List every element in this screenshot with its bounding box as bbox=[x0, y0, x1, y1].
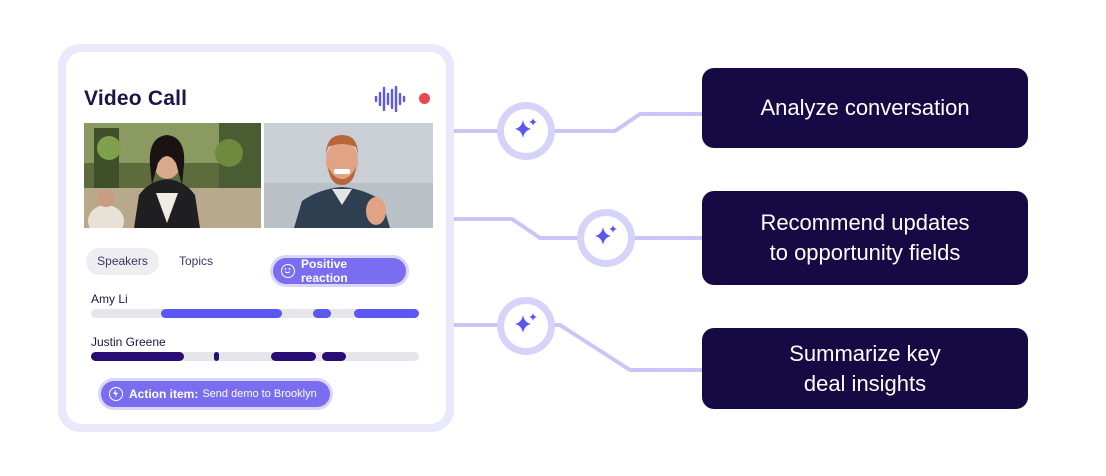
talk-segment bbox=[91, 352, 184, 361]
positive-reaction-chip[interactable]: Positive reaction bbox=[273, 257, 406, 285]
audio-waveform-icon bbox=[374, 86, 406, 112]
speaker-name-amy: Amy Li bbox=[91, 292, 128, 306]
tab-topics[interactable]: Topics bbox=[178, 254, 213, 268]
talk-segment bbox=[322, 352, 346, 361]
connector-3 bbox=[444, 323, 706, 372]
feature-recommend-updates: Recommend updates to opportunity fields bbox=[702, 191, 1028, 285]
smiley-icon bbox=[281, 264, 295, 278]
talk-segment bbox=[354, 309, 419, 318]
recording-indicator bbox=[419, 93, 430, 104]
sparkle-icon bbox=[515, 313, 537, 333]
action-item-detail: Send demo to Brooklyn bbox=[202, 388, 317, 400]
feature-analyze-conversation: Analyze conversation bbox=[702, 68, 1028, 148]
feature-summarize-insights: Summarize key deal insights bbox=[702, 328, 1028, 409]
talk-segment bbox=[214, 352, 219, 361]
speaker-timeline-amy[interactable] bbox=[91, 309, 419, 318]
sparkle-icon bbox=[515, 118, 537, 138]
sparkle-icon bbox=[595, 225, 617, 245]
feature-line: Summarize key bbox=[789, 340, 941, 366]
video-tile-participant-2[interactable] bbox=[264, 123, 433, 228]
feature-line: Analyze conversation bbox=[760, 95, 970, 120]
sparkle-node-2 bbox=[577, 209, 635, 267]
talk-segment bbox=[161, 309, 282, 318]
positive-reaction-label: Positive reaction bbox=[301, 257, 348, 285]
connector-2 bbox=[444, 217, 706, 240]
sparkle-node-3 bbox=[497, 297, 555, 355]
speaker-name-justin: Justin Greene bbox=[91, 335, 166, 349]
feature-line: to opportunity fields bbox=[769, 240, 961, 265]
video-tile-participant-1[interactable] bbox=[84, 123, 261, 228]
card-title: Video Call bbox=[84, 87, 188, 110]
action-item-chip[interactable]: Action item: Send demo to Brooklyn bbox=[101, 381, 330, 407]
speaker-timeline-justin[interactable] bbox=[91, 352, 419, 361]
talk-segment bbox=[313, 309, 331, 318]
sparkle-node-1 bbox=[497, 102, 555, 160]
feature-line: Recommend updates bbox=[760, 210, 970, 235]
feature-line: deal insights bbox=[803, 370, 927, 396]
tab-speakers[interactable]: Speakers bbox=[86, 248, 159, 275]
talk-segment bbox=[271, 352, 316, 361]
lightning-icon bbox=[109, 387, 123, 401]
video-call-card bbox=[66, 52, 446, 424]
connector-1 bbox=[444, 112, 706, 133]
action-item-label: Action item: bbox=[129, 387, 199, 401]
